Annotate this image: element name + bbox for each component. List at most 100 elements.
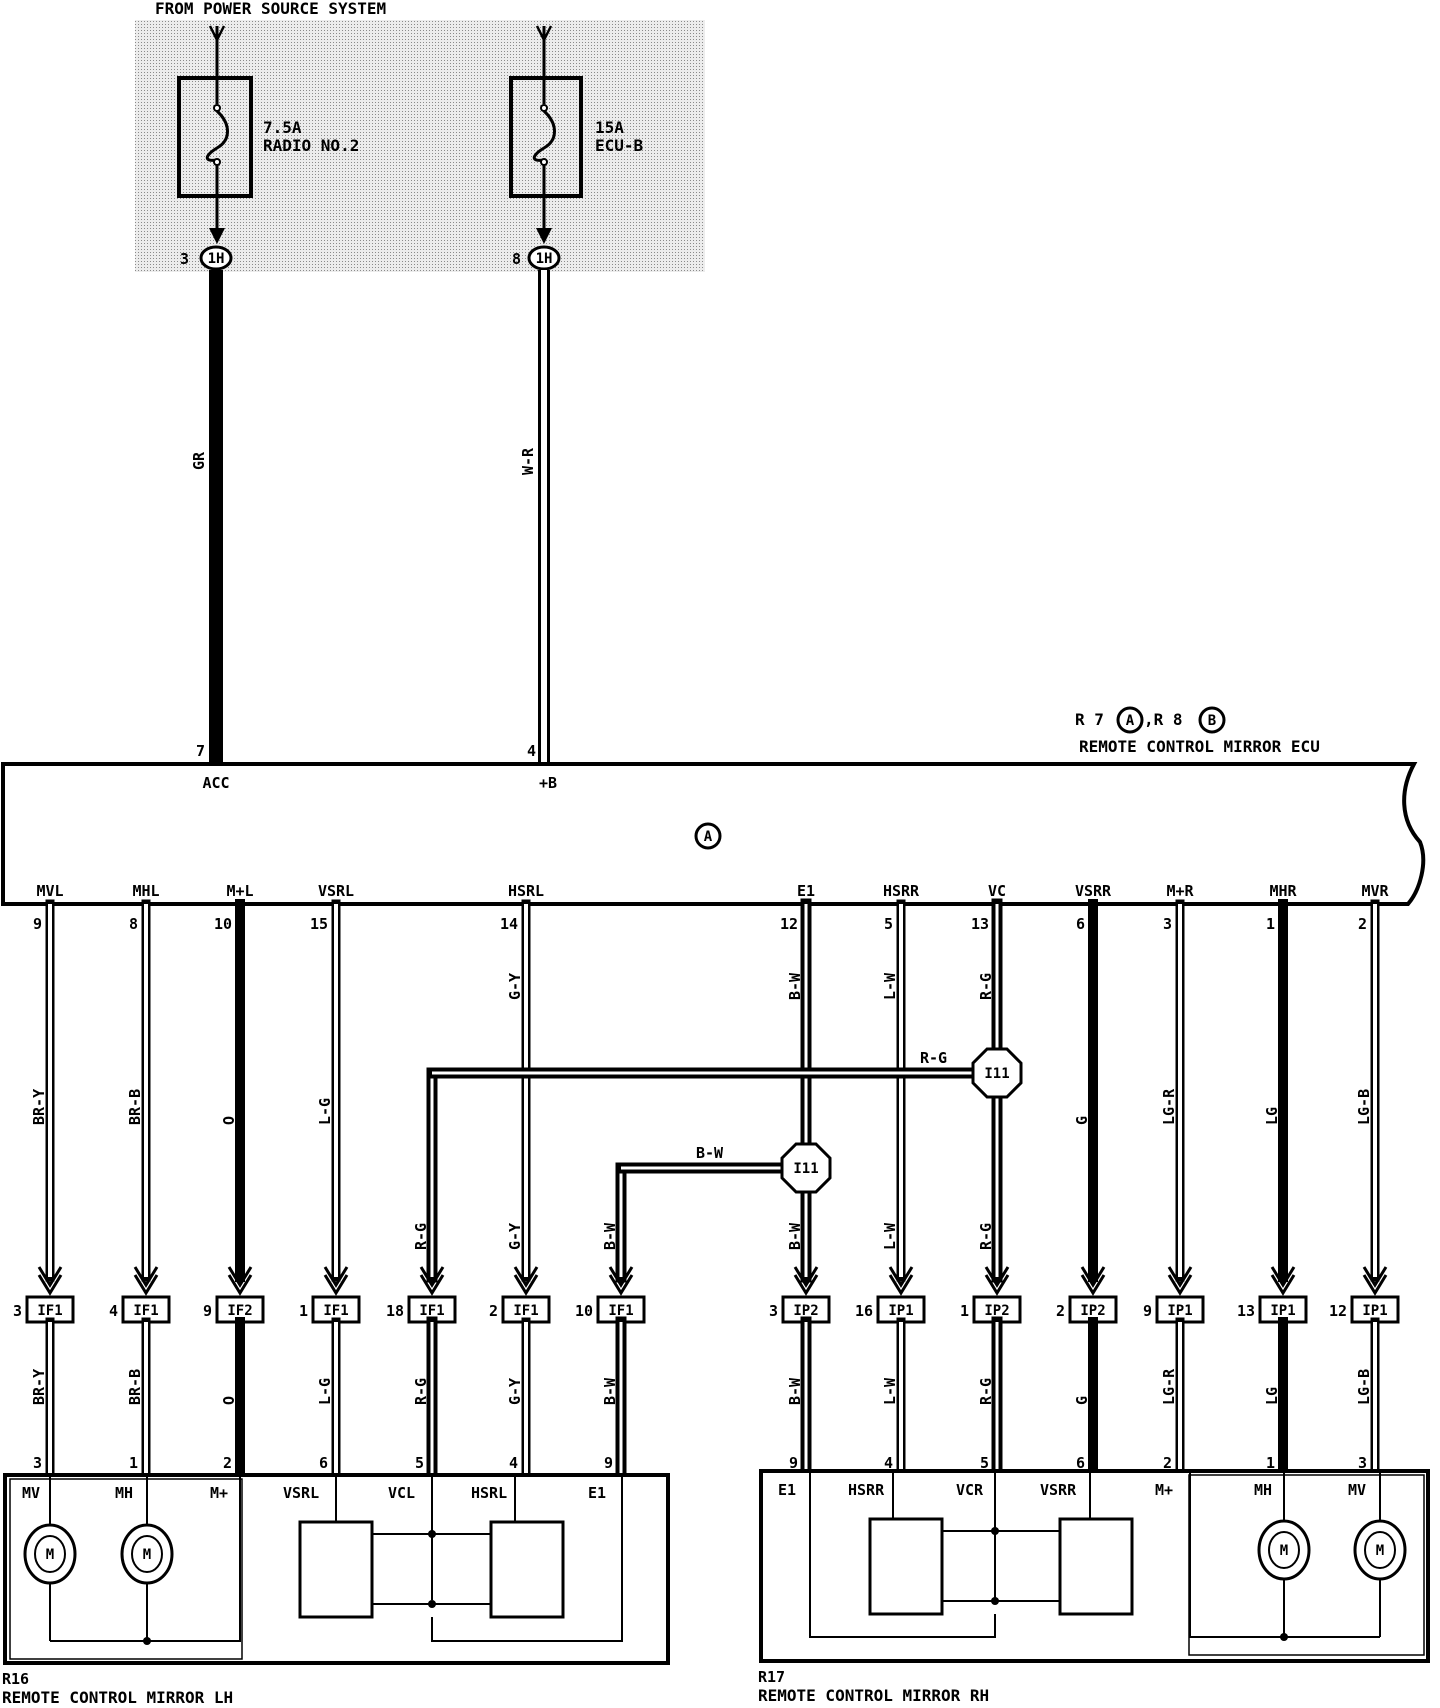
ecu-box: [1, 762, 1426, 906]
ecu-terminal-label: VSRL: [318, 882, 354, 900]
arrow-head: [419, 1266, 445, 1288]
splice-wire-label: B-W: [696, 1144, 724, 1162]
connector-label: 1H: [536, 251, 553, 267]
ecu-pin-label: 9: [33, 915, 42, 933]
wire-color-label: R-G: [412, 1378, 430, 1405]
power-source-area: FROM POWER SOURCE SYSTEM 7.5A RADIO NO.2…: [135, 0, 705, 272]
ecu-terminal-label: ACC: [202, 774, 229, 792]
motor-symbol: M: [1376, 1543, 1384, 1559]
motor-horizontal-rh: M: [1257, 1471, 1311, 1637]
ecu-terminal-label: MHL: [132, 882, 159, 900]
mirror-id: R17: [758, 1668, 785, 1686]
mirror-pin-label: 5: [415, 1454, 424, 1472]
arrow-head: [513, 1266, 539, 1288]
junction-connector-pin: 13: [1237, 1302, 1255, 1320]
wire-color-label: L-G: [316, 1098, 334, 1125]
junction-connector-label: IP1: [1362, 1303, 1387, 1319]
connector-oval: [527, 245, 561, 271]
junction-connector-pin: 2: [1056, 1302, 1065, 1320]
junction-connector-label: IP1: [888, 1303, 913, 1319]
junction-connector-label: IF1: [133, 1303, 158, 1319]
splice-wire-label: R-G: [920, 1049, 947, 1067]
ecu-terminal-label: E1: [797, 882, 815, 900]
mirror-pin-label: 1: [129, 1454, 138, 1472]
ecu-connector-circle: [694, 822, 722, 850]
junction-connector-label: IP1: [1270, 1303, 1295, 1319]
mirror-terminal: M+: [210, 1484, 228, 1502]
mirror-terminal: MH: [1254, 1481, 1272, 1499]
wire-color-label: BR-B: [126, 1089, 144, 1125]
ecu-pin-label: 12: [780, 915, 798, 933]
ecu-terminal-label: HSRR: [883, 882, 920, 900]
arrow-head: [1270, 1266, 1296, 1288]
wire-color-label: B-W: [786, 1377, 804, 1405]
wire-gr: [209, 270, 223, 767]
wire-color-label: G-Y: [506, 1378, 524, 1405]
fuse-radio-no2: 7.5A RADIO NO.2 3 1H: [177, 25, 359, 271]
wire-color-label: B-W: [786, 972, 804, 1000]
signal-wiring: IF13MVL93BR-YBR-YIF14MHL81BR-BBR-BIF29M+…: [13, 882, 1400, 1481]
ecu-pin-label: 7: [196, 742, 205, 760]
wire-color-label: O: [220, 1396, 238, 1405]
motor-vertical-lh: M: [23, 1475, 77, 1641]
mirror-pin-label: 6: [319, 1454, 328, 1472]
mirror-terminal: E1: [778, 1481, 796, 1499]
junction-octagon: [971, 1047, 1023, 1099]
wire-color-label: LG-R: [1160, 1088, 1178, 1125]
arrow-head: [227, 1266, 253, 1288]
wire-color-label: GR: [190, 451, 208, 470]
arrow-head: [513, 1274, 539, 1296]
junction-connector-label: IP2: [1080, 1303, 1105, 1319]
wire-color-label: G: [1073, 1116, 1091, 1125]
wire-color-label: LG: [1263, 1387, 1281, 1405]
junction-connector-label: IF1: [37, 1303, 62, 1319]
junction-connector-pin: 3: [769, 1302, 778, 1320]
wire-color-label: LG-R: [1160, 1368, 1178, 1405]
wire-color-label: R-G: [412, 1223, 430, 1250]
ecu-id-prefix: R 7: [1075, 710, 1104, 729]
mirror-pin-label: 5: [980, 1454, 989, 1472]
connector-label: 1H: [208, 251, 225, 267]
connector-oval: [199, 245, 233, 271]
mirror-terminal: HSRR: [848, 1481, 885, 1499]
arrow-head: [1080, 1266, 1106, 1288]
motor-symbol: M: [46, 1547, 54, 1563]
ecu-terminal-label: MHR: [1269, 882, 1297, 900]
mirror-terminal: MV: [22, 1484, 40, 1502]
ecu-id-circle-label: B: [1208, 713, 1216, 729]
arrow-head: [1270, 1274, 1296, 1296]
wire-color-label: L-W: [881, 1222, 899, 1250]
junction-connector-pin: 10: [575, 1302, 593, 1320]
mirror-terminal: M+: [1155, 1481, 1173, 1499]
ecu-terminal-label: +B: [539, 774, 557, 792]
mirror-pin-label: 9: [789, 1454, 798, 1472]
junction-connector-pin: 9: [1143, 1302, 1152, 1320]
mirror-pin-label: 3: [33, 1454, 42, 1472]
wire-color-label: L-W: [881, 972, 899, 1000]
ecu-terminal-label: MVR: [1361, 882, 1389, 900]
junction-connector-label: IP2: [984, 1303, 1009, 1319]
arrow-head: [419, 1274, 445, 1296]
motor-section-lh: [9, 1478, 243, 1660]
ecu-pin-label: 5: [884, 915, 893, 933]
junction-connector-box: [121, 1295, 171, 1324]
ecu-id-mid: ,R 8: [1144, 710, 1183, 729]
mirror-terminal: HSRL: [471, 1484, 507, 1502]
arrow-head: [608, 1274, 634, 1296]
junction-connector-pin: 2: [489, 1302, 498, 1320]
junction-connector-pin: 9: [203, 1302, 212, 1320]
ecu-terminal-label: VC: [988, 882, 1006, 900]
ecu-terminal-label: M+L: [226, 882, 253, 900]
mirror-id: R16: [2, 1670, 29, 1688]
mirror-name: REMOTE CONTROL MIRROR RH: [758, 1686, 989, 1705]
mirror-terminal: MH: [115, 1484, 133, 1502]
junction-connector-pin: 1: [960, 1302, 969, 1320]
arrow-head: [984, 1266, 1010, 1288]
sensor-vertical-lh: [298, 1520, 374, 1619]
arrow-head: [37, 1266, 63, 1288]
ecu-pin-label: 15: [310, 915, 328, 933]
mirror-pin-label: 4: [509, 1454, 518, 1472]
junction-connector-label: IF1: [608, 1303, 633, 1319]
ecu-pin-label: 14: [500, 915, 518, 933]
mirror-terminal: E1: [588, 1484, 606, 1502]
